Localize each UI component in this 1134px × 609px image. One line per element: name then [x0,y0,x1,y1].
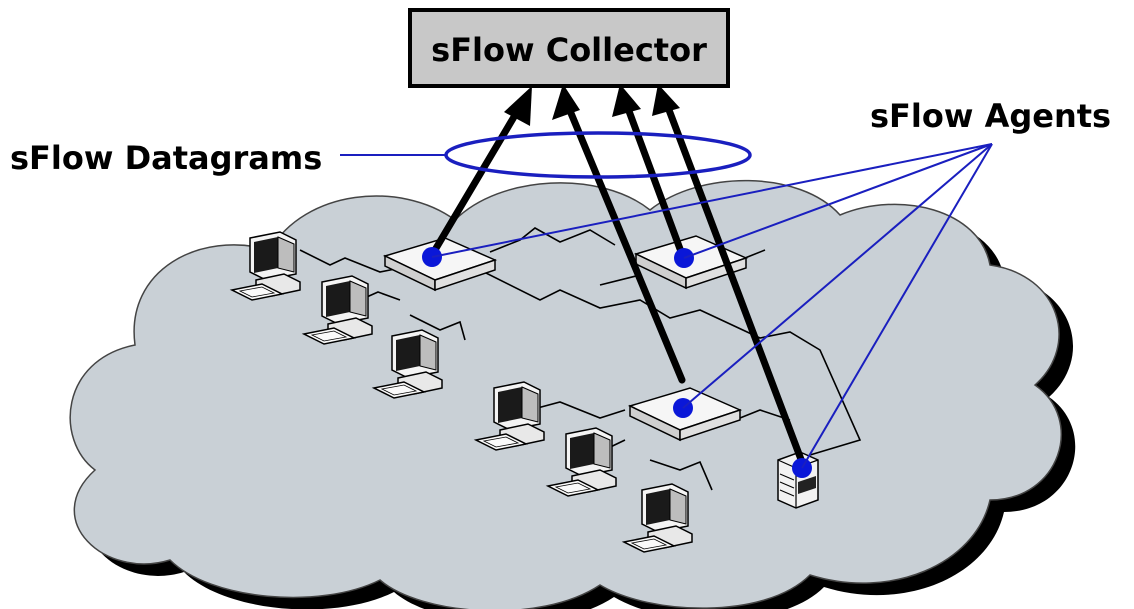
agent-callout-lines [431,143,993,469]
sflow-agents-label: sFlow Agents [870,97,1111,135]
datagram-ellipse [340,131,752,179]
collector-label: sFlow Collector [431,31,707,69]
network-cloud [69,179,1062,609]
sflow-collector: sFlow Collector [408,8,730,88]
sflow-datagrams-label: sFlow Datagrams [10,139,322,177]
datagram-arrows [428,84,806,466]
